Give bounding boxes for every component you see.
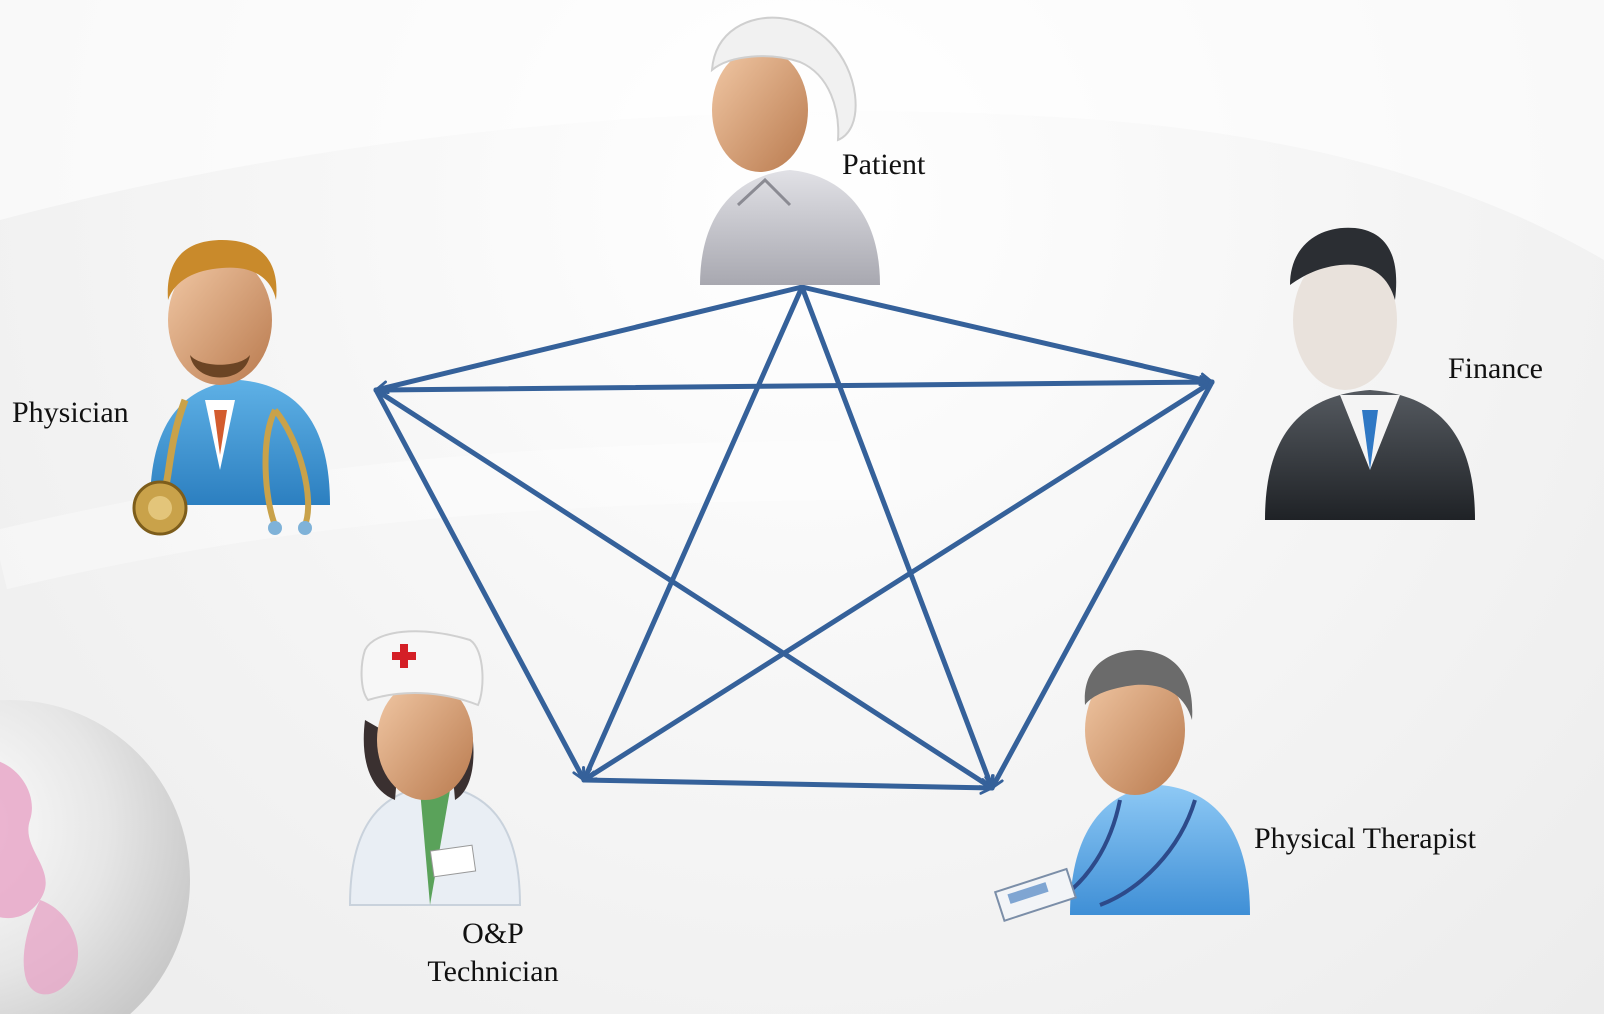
edge-physician-to-op-tech bbox=[373, 387, 587, 783]
patient-label: Patient bbox=[842, 148, 926, 181]
nurse-icon bbox=[348, 630, 522, 906]
edge-op-tech-to-physical-therapist bbox=[581, 777, 995, 795]
globe-icon bbox=[0, 700, 190, 1014]
edge-physician-to-physical-therapist bbox=[373, 387, 995, 791]
edge-patient-to-physician bbox=[373, 284, 805, 395]
connections bbox=[373, 284, 1215, 795]
edge-finance-to-op-tech bbox=[581, 379, 1215, 783]
physical-therapist-label: Physical Therapist bbox=[1254, 822, 1476, 855]
edge-patient-to-op-tech bbox=[581, 284, 805, 783]
finance-businessman-icon bbox=[1265, 227, 1475, 520]
edge-patient-to-physical-therapist bbox=[799, 284, 995, 791]
patient-icon bbox=[700, 16, 880, 285]
physician-label: Physician bbox=[12, 396, 129, 429]
physician-icon bbox=[132, 240, 330, 536]
edge-physician-to-finance bbox=[373, 375, 1215, 393]
finance-label: Finance bbox=[1448, 352, 1543, 385]
op-technician-label-line2: Technician bbox=[427, 954, 559, 988]
edge-patient-to-finance bbox=[799, 284, 1215, 387]
edge-finance-to-physical-therapist bbox=[989, 379, 1215, 791]
op-technician-label: O&P Technician bbox=[418, 915, 568, 990]
op-technician-label-line1: O&P bbox=[462, 917, 524, 950]
therapist-icon bbox=[993, 650, 1250, 922]
